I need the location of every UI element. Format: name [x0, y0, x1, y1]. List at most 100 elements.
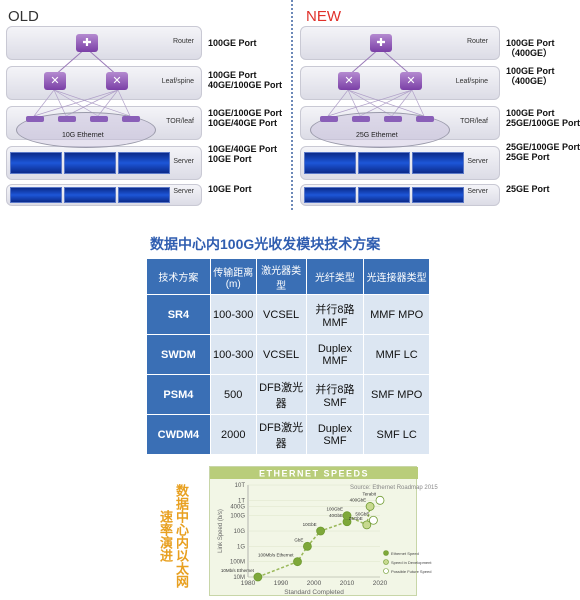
- y-tick-label: 1T: [238, 498, 245, 504]
- new-tor-icon-2: [352, 116, 370, 122]
- table-cell: SMF MPO: [363, 374, 430, 415]
- new-port-server1: 25GE/100GE Port 25GE Port: [506, 142, 580, 162]
- legend-marker: [383, 559, 389, 565]
- legend-marker: [383, 550, 389, 556]
- table-cell: PSM4: [146, 374, 211, 415]
- data-point: [375, 495, 385, 505]
- data-point: [365, 502, 375, 511]
- old-new-divider: [291, 0, 293, 210]
- table-row: SR4 100-300 VCSEL 并行8路MMF MMF MPO: [146, 294, 430, 335]
- old-tier-name-tor: TOR/leaf: [166, 118, 194, 125]
- old-tor-icon-2: [58, 116, 76, 122]
- old-spine-icon-2: ✕: [106, 72, 128, 90]
- new-tier-name-server2: Server: [467, 188, 488, 195]
- new-tier-name-leaf: Leaf/spine: [455, 78, 488, 85]
- old-panel: OLD Router Leaf/spine TOR/leaf Server Se…: [6, 8, 286, 208]
- table-cell: 500: [209, 374, 257, 415]
- legend-label: Ethernet Speed: [391, 551, 419, 556]
- header-cell: 激光器类型: [255, 258, 307, 295]
- legend-marker: [383, 568, 389, 574]
- chart-title: ETHERNET SPEEDS: [259, 469, 369, 479]
- old-spine-icon-1: ✕: [44, 72, 66, 90]
- new-server-rack-6: [412, 187, 464, 203]
- y-tick-label: 100M: [230, 560, 245, 566]
- data-label: 10Mb/s Ethernet: [221, 568, 255, 573]
- new-tor-icon-4: [416, 116, 434, 122]
- data-label: 40GbE: [329, 513, 343, 518]
- new-server-rack-5: [358, 187, 410, 203]
- table-header-row: 技术方案 传输距离(m) 激光器类型 光纤类型 光连接器类型: [146, 258, 430, 295]
- table-cell: 2000: [209, 414, 257, 455]
- old-tier-name-router: Router: [172, 38, 194, 45]
- new-tor-icon-3: [384, 116, 402, 122]
- new-server-rack-3: [412, 152, 464, 174]
- data-point: [362, 520, 372, 530]
- old-label: OLD: [8, 8, 39, 25]
- table-row: PSM4 500 DFB激光器 并行8路SMF SMF MPO: [146, 374, 430, 415]
- new-port-leaf: 100GE Port （400GE）: [506, 66, 555, 86]
- new-server-rack-2: [358, 152, 410, 174]
- old-tier-router: [6, 26, 202, 60]
- new-tier-name-router: Router: [466, 38, 488, 45]
- chart-annotation: Source: Ethernet Roadmap 2015: [350, 485, 438, 491]
- new-router-icon: ✚: [370, 34, 392, 52]
- table-cell: DFB激光器: [255, 414, 307, 455]
- x-tick-label: 1990: [274, 580, 289, 587]
- table-cell: SMF LC: [363, 414, 430, 455]
- old-port-server1: 10GE/40GE Port 10GE Port: [208, 144, 278, 164]
- old-server-rack-2: [64, 152, 116, 174]
- new-tier-name-server1: Server: [467, 158, 488, 165]
- old-ethernet-label: 10G Ethernet: [62, 132, 104, 139]
- table-cell: 100-300: [209, 294, 257, 335]
- data-label: 100Mb/s Ethernet: [258, 553, 294, 558]
- new-port-tor: 100GE Port 25GE/100GE Port: [506, 108, 580, 128]
- spec-table: 技术方案 传输距离(m) 激光器类型 光纤类型 光连接器类型 SR4 100-3…: [146, 258, 430, 455]
- data-point: [316, 526, 325, 536]
- table-cell: MMF MPO: [363, 294, 430, 335]
- table-cell: SR4: [146, 294, 211, 335]
- data-point: [293, 557, 302, 567]
- new-links: [327, 47, 425, 117]
- old-tor-icon-1: [26, 116, 44, 122]
- new-spine-icon-1: ✕: [338, 72, 360, 90]
- y-tick-label: 400G: [230, 504, 245, 510]
- header-cell: 光纤类型: [305, 258, 365, 295]
- table-cell: Duplex SMF: [305, 414, 365, 455]
- x-axis-label: Standard Completed: [284, 589, 344, 596]
- y-axis-label: Link Speed (b/s): [218, 509, 224, 553]
- old-tor-icon-3: [90, 116, 108, 122]
- data-label: 25GbE: [349, 516, 363, 521]
- data-point: [368, 515, 378, 525]
- table-cell: VCSEL: [255, 294, 307, 335]
- x-tick-label: 1980: [241, 580, 256, 587]
- old-tier-name-server1: Server: [173, 158, 194, 165]
- old-server-rack-6: [118, 187, 170, 203]
- header-cell: 传输距离(m): [209, 258, 257, 295]
- new-spine-icon-2: ✕: [400, 72, 422, 90]
- new-ethernet-label: 25G Ethernet: [356, 132, 398, 139]
- old-server-rack-1: [10, 152, 62, 174]
- old-tier-name-server2: Server: [173, 188, 194, 195]
- side-caption-2: 速率演进: [158, 510, 173, 562]
- old-tier-name-leaf: Leaf/spine: [161, 78, 194, 85]
- data-label: GbE: [294, 537, 303, 542]
- new-tor-icon-1: [320, 116, 338, 122]
- data-point: [253, 572, 263, 582]
- data-label: 10GbE: [303, 522, 317, 527]
- new-tier-name-tor: TOR/leaf: [460, 118, 488, 125]
- table-cell: CWDM4: [146, 414, 211, 455]
- data-label: 400GbE: [350, 497, 367, 502]
- old-server-rack-5: [64, 187, 116, 203]
- new-server-rack-4: [304, 187, 356, 203]
- old-port-router: 100GE Port: [208, 38, 257, 48]
- old-links: [33, 47, 131, 117]
- data-label: 50GbE: [355, 511, 369, 516]
- table-cell: 并行8路MMF: [305, 294, 365, 335]
- architecture-diagram: OLD Router Leaf/spine TOR/leaf Server Se…: [0, 0, 580, 215]
- y-tick-label: 1G: [237, 544, 245, 550]
- table-row: SWDM 100-300 VCSEL Duplex MMF MMF LC: [146, 334, 430, 375]
- old-port-server2: 10GE Port: [208, 184, 252, 194]
- chart-title-band: [210, 467, 418, 479]
- table-cell: DFB激光器: [255, 374, 307, 415]
